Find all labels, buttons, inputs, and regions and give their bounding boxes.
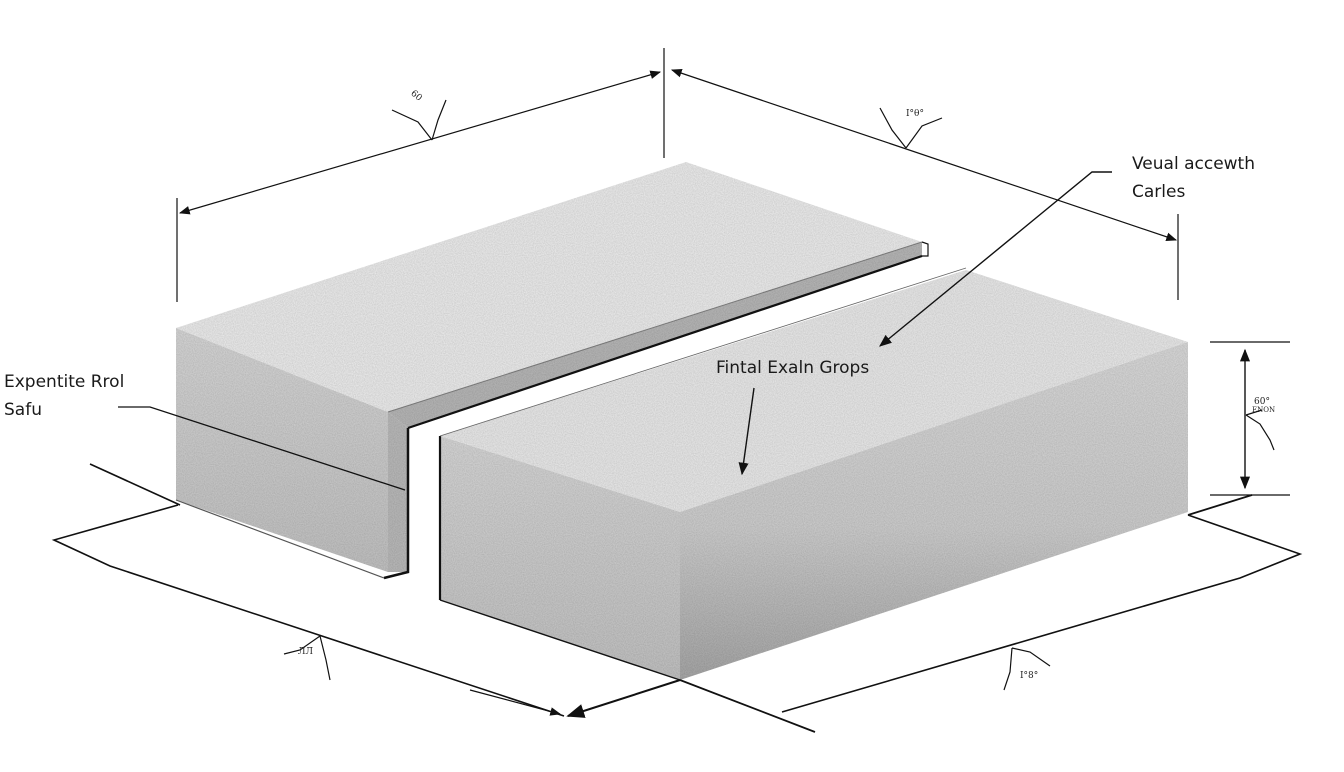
dim-note-bottom-right: I°8° xyxy=(1020,671,1039,681)
label-top-right-line2: Carles xyxy=(1132,182,1186,202)
dimension-bottom-right xyxy=(566,514,1303,733)
dim-note-right-height-2: ENON xyxy=(1252,406,1276,414)
left-slab-outline xyxy=(175,241,929,580)
dim-note-top-right: I°θ° xyxy=(906,109,924,119)
label-left-line1: Expentite Rrol xyxy=(4,372,125,392)
dimension-top-left xyxy=(176,48,665,302)
dimension-bottom-left xyxy=(51,463,565,717)
dim-note-right-height-1: 60° xyxy=(1254,397,1270,407)
leader-center xyxy=(738,387,755,476)
dimension-top-right xyxy=(670,69,1179,300)
right-block xyxy=(440,270,1188,680)
leader-left xyxy=(118,406,406,491)
right-block-outline xyxy=(438,267,967,681)
dimension-right-height xyxy=(1187,341,1290,516)
dim-note-bottom-left: ЛЛ xyxy=(298,647,314,657)
leader-top-right xyxy=(879,171,1112,347)
label-left-line2: Safu xyxy=(4,400,42,420)
label-center: Fintal Exaln Grops xyxy=(716,358,870,378)
label-top-right-line1: Veual accewth xyxy=(1132,154,1256,174)
